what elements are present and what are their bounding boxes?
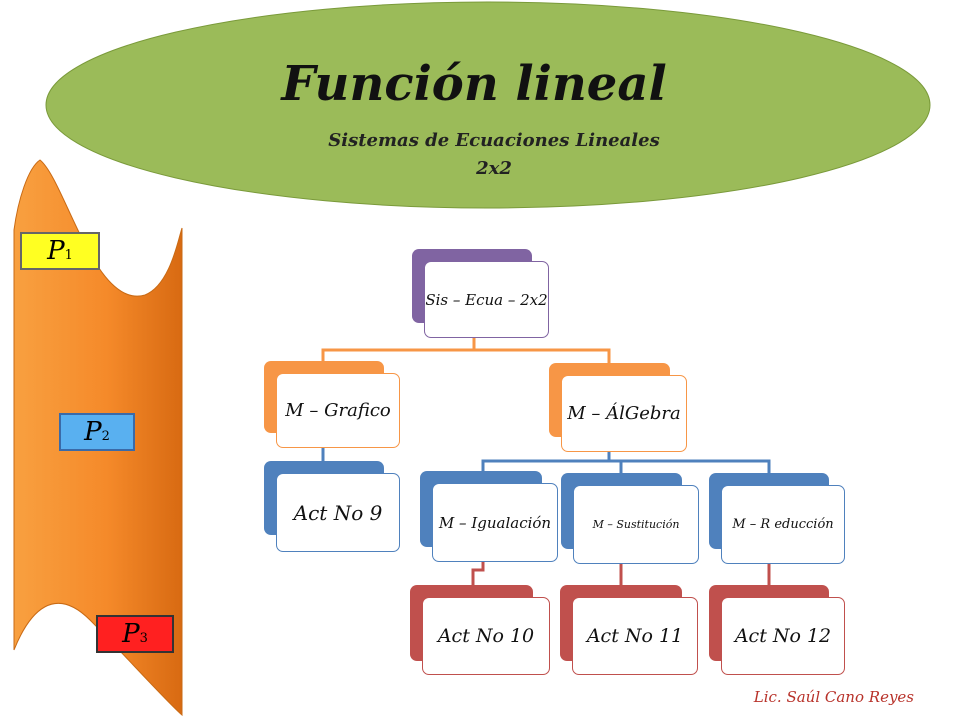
activity-9-label[interactable]: Act No 9	[276, 473, 400, 552]
activity-11-label[interactable]: Act No 11	[572, 597, 698, 675]
page-title: Función lineal	[281, 56, 667, 112]
method-reduccion-label: M – R educción	[721, 485, 845, 564]
method-grafico-label: M – Grafico	[276, 373, 400, 448]
nav-button-p3-index: 3	[139, 630, 148, 646]
activity-12-label[interactable]: Act No 12	[721, 597, 845, 675]
nav-button-p3-letter: P	[122, 619, 140, 649]
title-oval	[45, 1, 931, 209]
nav-button-p2-letter: P	[84, 417, 102, 447]
method-igualacion-label: M – Igualación	[432, 483, 558, 562]
diagram-root-label: Sis – Ecua – 2x2	[424, 261, 549, 338]
method-sustitucion-label: M – Sustitución	[573, 485, 699, 564]
author-credit: Lic. Saúl Cano Reyes	[753, 688, 914, 706]
nav-button-p1-letter: P	[47, 236, 65, 266]
activity-10-label[interactable]: Act No 10	[422, 597, 550, 675]
method-algebra-label: M – ÁlGebra	[561, 375, 687, 452]
nav-button-p1-index: 1	[64, 247, 73, 263]
page-subtitle-size: 2x2	[476, 158, 512, 179]
nav-button-p2-index: 2	[101, 428, 110, 444]
page-subtitle: Sistemas de Ecuaciones Lineales	[328, 130, 660, 151]
